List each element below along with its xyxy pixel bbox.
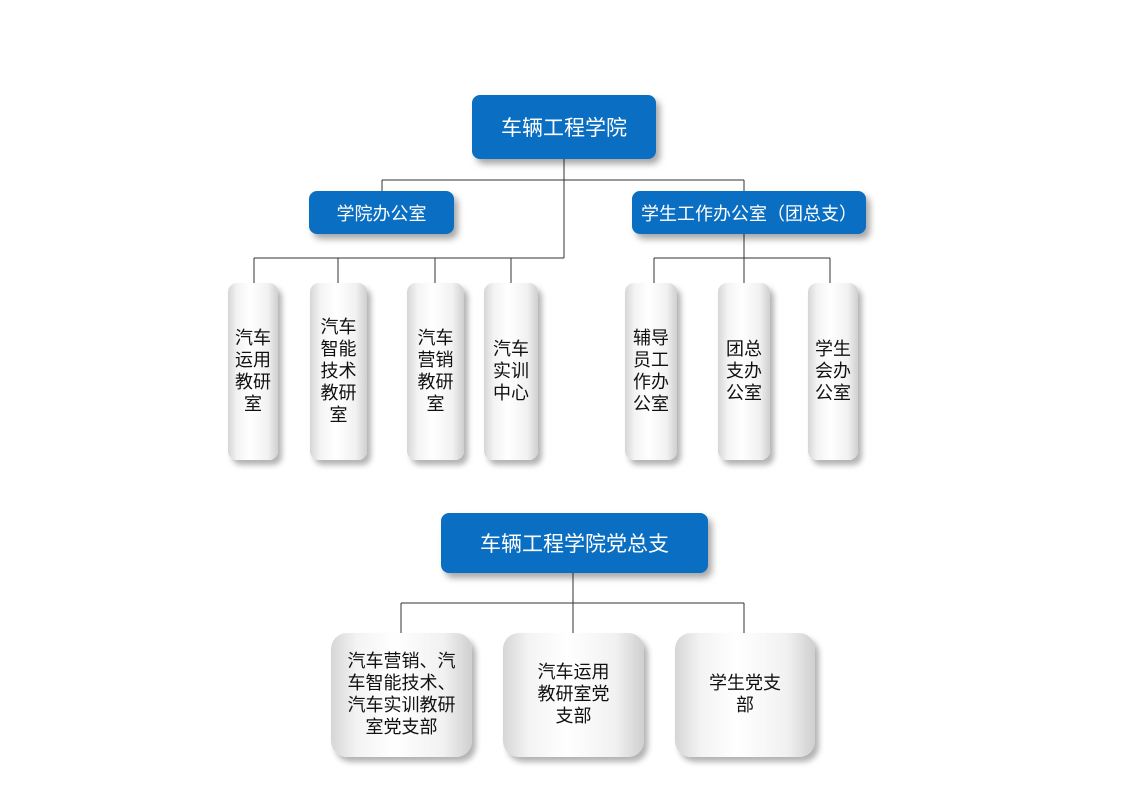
connector-party-to-branches	[400, 573, 745, 633]
teaching-unit-marketing: 汽车营销教研室	[407, 283, 464, 460]
party-committee-title: 车辆工程学院党总支	[480, 532, 669, 556]
connector-college-to-offices	[381, 159, 745, 191]
admin-office-label: 学院办公室	[336, 203, 427, 225]
student-unit-student-union-office: 学生会办公室	[808, 283, 858, 460]
student-unit-label: 辅导员工作办公室	[633, 327, 669, 415]
teaching-unit-label: 汽车营销教研室	[417, 327, 454, 415]
party-branch-students: 学生党支部	[675, 633, 815, 757]
party-branch-label: 学生党支部	[709, 673, 781, 716]
teaching-unit-label: 汽车实训中心	[493, 338, 529, 404]
party-branch-combined: 汽车营销、汽车智能技术、汽车实训教研室党支部	[331, 633, 472, 757]
student-unit-label: 团总支办公室	[726, 338, 762, 404]
connector-college-to-teaching	[253, 180, 565, 283]
teaching-unit-label: 汽车智能技术教研室	[320, 316, 357, 426]
teaching-unit-intelligent-technology: 汽车智能技术教研室	[310, 283, 367, 460]
student-unit-counselor-office: 辅导员工作办公室	[625, 283, 677, 460]
student-affairs-office-node: 学生工作办公室（团总支）	[632, 191, 866, 234]
party-branch-label: 汽车营销、汽车智能技术、汽车实训教研室党支部	[347, 651, 456, 738]
teaching-unit-automotive-application: 汽车运用教研室	[228, 283, 278, 460]
college-title: 车辆工程学院	[501, 116, 627, 140]
admin-office-node: 学院办公室	[309, 191, 454, 234]
party-branch-label: 汽车运用教研室党支部	[537, 662, 610, 727]
party-branch-automotive-application: 汽车运用教研室党支部	[503, 633, 644, 757]
teaching-unit-label: 汽车运用教研室	[235, 327, 271, 415]
teaching-unit-training-center: 汽车实训中心	[484, 283, 538, 460]
student-affairs-office-label: 学生工作办公室（团总支）	[641, 203, 857, 225]
student-unit-league-office: 团总支办公室	[718, 283, 770, 460]
party-committee-node: 车辆工程学院党总支	[441, 513, 708, 573]
student-unit-label: 学生会办公室	[815, 338, 851, 404]
connector-student-office-to-units	[653, 234, 831, 283]
college-node: 车辆工程学院	[472, 95, 656, 159]
